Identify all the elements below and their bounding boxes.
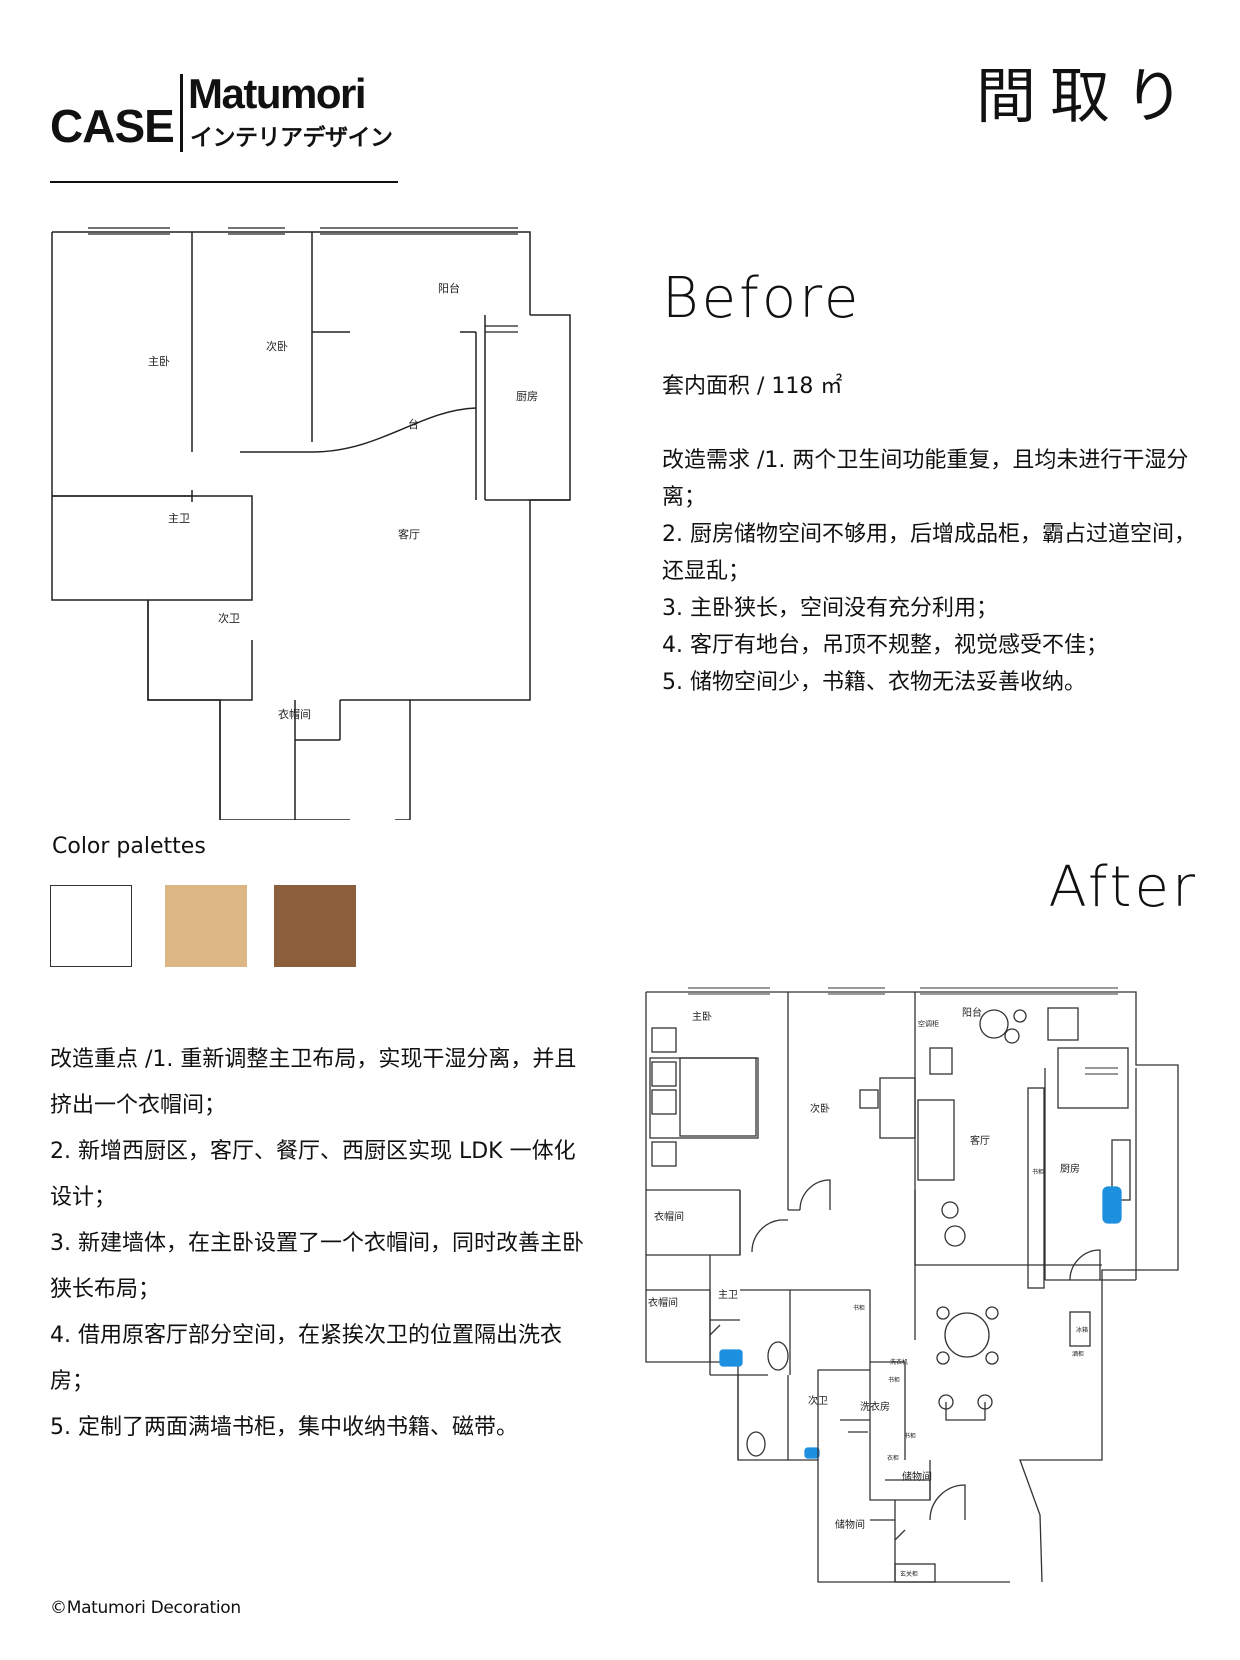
swatch-white bbox=[50, 885, 132, 967]
before-label-living-room: 客厅 bbox=[398, 527, 420, 541]
after-label-master-bath: 主卫 bbox=[718, 1289, 738, 1301]
requirement-2: 2. 厨房储物空间不够用，后增成品柜，霸占过道空间，还显乱； bbox=[662, 522, 1196, 584]
after-label-living-room: 客厅 bbox=[970, 1134, 990, 1147]
logo-divider bbox=[180, 74, 183, 152]
swatch-brown bbox=[274, 885, 356, 967]
before-requirements: 改造需求 /1. 两个卫生间功能重复，且均未进行干湿分离； 2. 厨房储物空间不… bbox=[662, 442, 1202, 701]
swatch-tan bbox=[165, 885, 247, 967]
palette-label: Color palettes bbox=[52, 834, 206, 859]
focus-4: 4. 借用原客厅部分空间，在紧挨次卫的位置隔出洗衣房； bbox=[50, 1323, 562, 1394]
requirement-5: 5. 储物空间少，书籍、衣物无法妥善收纳。 bbox=[662, 670, 1086, 695]
after-label-fridge: 冰箱 bbox=[1076, 1326, 1088, 1334]
after-label-bookshelf-1: 书柜 bbox=[1032, 1168, 1044, 1176]
before-label-platform: 台 bbox=[408, 417, 419, 431]
case-label: CASE bbox=[50, 100, 175, 152]
after-label-kitchen: 厨房 bbox=[1060, 1162, 1080, 1175]
after-label-shoe-cabinet: 玄关柜 bbox=[900, 1570, 918, 1578]
after-label-laundry: 洗衣房 bbox=[860, 1400, 890, 1413]
before-label-second-bath: 次卫 bbox=[218, 611, 240, 625]
after-label-master-bedroom: 主卧 bbox=[692, 1010, 712, 1023]
focus-2: 2. 新增西厨区，客厅、餐厅、西厨区实现 LDK 一体化设计； bbox=[50, 1139, 576, 1210]
before-label-second-bedroom: 次卧 bbox=[266, 339, 288, 353]
requirement-1: 改造需求 /1. 两个卫生间功能重复，且均未进行干湿分离； bbox=[662, 448, 1189, 510]
after-label-balcony: 阳台 bbox=[962, 1006, 982, 1019]
before-label-master-bath: 主卫 bbox=[168, 512, 190, 525]
requirement-4: 4. 客厅有地台，吊顶不规整，视觉感受不佳； bbox=[662, 633, 1108, 658]
after-title: After bbox=[1048, 855, 1198, 920]
after-floor-plan: 主卧 次卧 阳台 空调柜 客厅 厨房 冰箱 衣帽间 衣帽间 主卫 次卫 洗衣房 … bbox=[645, 987, 1179, 1583]
brand-name: Matumori bbox=[188, 70, 367, 117]
focus-1: 改造重点 /1. 重新调整主卫布局，实现干湿分离，并且挤出一个衣帽间； bbox=[50, 1047, 577, 1118]
before-label-master-bedroom: 主卧 bbox=[148, 355, 170, 368]
after-label-washer: 洗衣机 bbox=[890, 1358, 908, 1366]
before-floor-plan: 阳台 主卧 次卧 厨房 台 主卫 客厅 次卫 衣帽间 bbox=[51, 227, 571, 820]
after-label-air-conditioner: 空调柜 bbox=[918, 1019, 939, 1028]
footer-copyright: ©Matumori Decoration bbox=[50, 1598, 241, 1618]
after-label-storage-2: 储物间 bbox=[835, 1518, 865, 1531]
focus-3: 3. 新建墙体，在主卧设置了一个衣帽间，同时改善主卧狭长布局； bbox=[50, 1231, 584, 1302]
brand-subtitle: インテリアデザイン bbox=[190, 125, 393, 151]
requirement-3: 3. 主卧狭长，空间没有充分利用； bbox=[662, 596, 998, 621]
after-label-bookshelf-2: 书柜 bbox=[853, 1304, 865, 1312]
after-label-wine: 酒柜 bbox=[1072, 1350, 1084, 1358]
after-label-bookshelf-3: 书柜 bbox=[888, 1376, 900, 1384]
focus-5: 5. 定制了两面满墙书柜，集中收纳书籍、磁带。 bbox=[50, 1415, 518, 1440]
after-focus-list: 改造重点 /1. 重新调整主卫布局，实现干湿分离，并且挤出一个衣帽间； 2. 新… bbox=[50, 1037, 590, 1451]
page-title: 間取り bbox=[976, 62, 1198, 132]
before-label-cloakroom: 衣帽间 bbox=[278, 707, 311, 721]
after-label-cloakroom-2: 衣帽间 bbox=[648, 1296, 678, 1309]
before-title: Before bbox=[662, 266, 862, 331]
after-label-storage-1: 储物间 bbox=[902, 1470, 932, 1483]
before-label-balcony: 阳台 bbox=[438, 281, 460, 295]
before-area: 套内面积 / 118 ㎡ bbox=[662, 374, 843, 399]
after-label-second-bedroom: 次卧 bbox=[810, 1102, 830, 1115]
after-label-cloakroom-1: 衣帽间 bbox=[654, 1210, 684, 1223]
after-label-bookshelf-4: 书柜 bbox=[904, 1432, 916, 1440]
after-label-second-bath: 次卫 bbox=[808, 1394, 828, 1407]
header-rule bbox=[50, 181, 398, 183]
after-label-cabinet: 衣柜 bbox=[887, 1454, 899, 1462]
before-label-kitchen: 厨房 bbox=[516, 390, 538, 403]
